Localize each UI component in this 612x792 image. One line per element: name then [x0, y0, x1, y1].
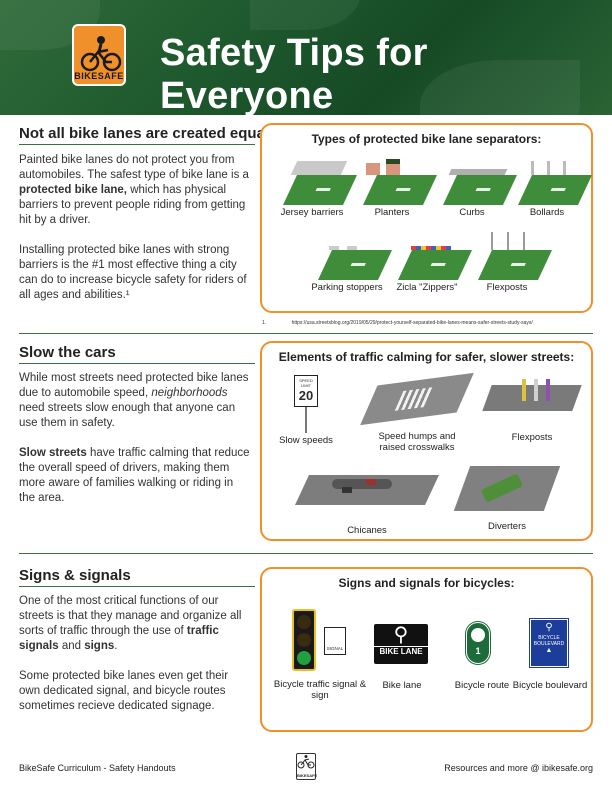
zicla-zippers-item: Zicla "Zippers"	[396, 230, 472, 293]
flexposts-calming-item: Flexposts	[482, 375, 582, 455]
section-divider	[19, 586, 255, 587]
cyclist-icon	[80, 36, 122, 72]
planters-item: Planters	[362, 155, 437, 218]
page-title: Safety Tips for Everyone	[160, 32, 428, 115]
section-divider	[19, 553, 593, 554]
traffic-signal-icon	[292, 609, 316, 671]
bike-lane-sign: ⚲ BIKE LANE	[374, 624, 428, 664]
bicycle-route-sign-item: 1 Bicycle route	[452, 622, 512, 722]
footnote-link[interactable]: https://usa.streetsblog.org/2019/05/29/p…	[291, 320, 533, 326]
speed-limit-sign: SPEED LIMIT 20	[294, 375, 318, 407]
bicycle-boulevard-sign-item: ⚲ BICYCLE BOULEVARD ▲ Bicycle boulevard	[513, 619, 587, 719]
section-title-signs: Signs & signals	[19, 567, 131, 584]
section-title-slow-cars: Slow the cars	[19, 344, 116, 361]
separators-panel: Types of protected bike lane separators:…	[260, 123, 593, 313]
bicycle-boulevard-sign: ⚲ BICYCLE BOULEVARD ▲	[530, 619, 568, 667]
section-title-bike-lanes: Not all bike lanes are created equal	[19, 125, 270, 142]
section-body-signs: One of the most critical functions of ou…	[19, 595, 242, 712]
bike-lane-sign-item: ⚲ BIKE LANE Bike lane	[372, 624, 432, 724]
traffic-calming-panel: Elements of traffic calming for safer, s…	[260, 341, 593, 541]
footnote: 1. https://usa.streetsblog.org/2019/05/2…	[262, 320, 533, 326]
bicycle-route-sign: 1	[466, 622, 490, 664]
section-divider	[19, 333, 593, 334]
logo-text: BIKESAFE	[74, 71, 124, 81]
jersey-barriers-item: Jersey barriers	[281, 155, 357, 218]
speed-humps-item: Speed humps and raised crosswalks	[360, 371, 474, 461]
bollards-item: Bollards	[517, 155, 592, 218]
parking-stoppers-item: Parking stoppers	[311, 230, 392, 293]
panel-title: Signs and signals for bicycles:	[338, 576, 515, 590]
panel-title: Elements of traffic calming for safer, s…	[278, 350, 575, 364]
panel-title: Types of protected bike lane separators:	[311, 132, 542, 146]
bicycle-traffic-signal-item: SIGNAL Bicycle traffic signal & sign	[274, 609, 366, 729]
footer-logo: BIKESAFE	[296, 753, 317, 780]
curbs-item: Curbs	[442, 155, 517, 218]
diverters-item: Diverters	[453, 461, 561, 532]
flexposts-item: Flexposts	[477, 230, 552, 293]
footer-left: BikeSafe Curriculum - Safety Handouts	[19, 763, 176, 773]
footer-right[interactable]: Resources and more @ ibikesafe.org	[444, 763, 593, 773]
chicanes-item: Chicanes	[295, 465, 439, 536]
section-divider	[19, 363, 255, 364]
header-banner: BIKESAFE Safety Tips for Everyone	[0, 0, 612, 115]
signs-signals-panel: Signs and signals for bicycles: SIGNAL B…	[260, 567, 593, 732]
signal-sign: SIGNAL	[324, 627, 346, 655]
slow-speeds-item: SPEED LIMIT 20 Slow speeds	[279, 375, 344, 455]
bikesafe-logo: BIKESAFE	[72, 24, 126, 86]
section-body-slow-cars: While most streets need protected bike l…	[19, 372, 250, 504]
section-body-bike-lanes: Painted bike lanes do not protect you fr…	[19, 154, 249, 301]
section-divider	[19, 144, 255, 145]
cyclist-icon	[297, 755, 315, 769]
